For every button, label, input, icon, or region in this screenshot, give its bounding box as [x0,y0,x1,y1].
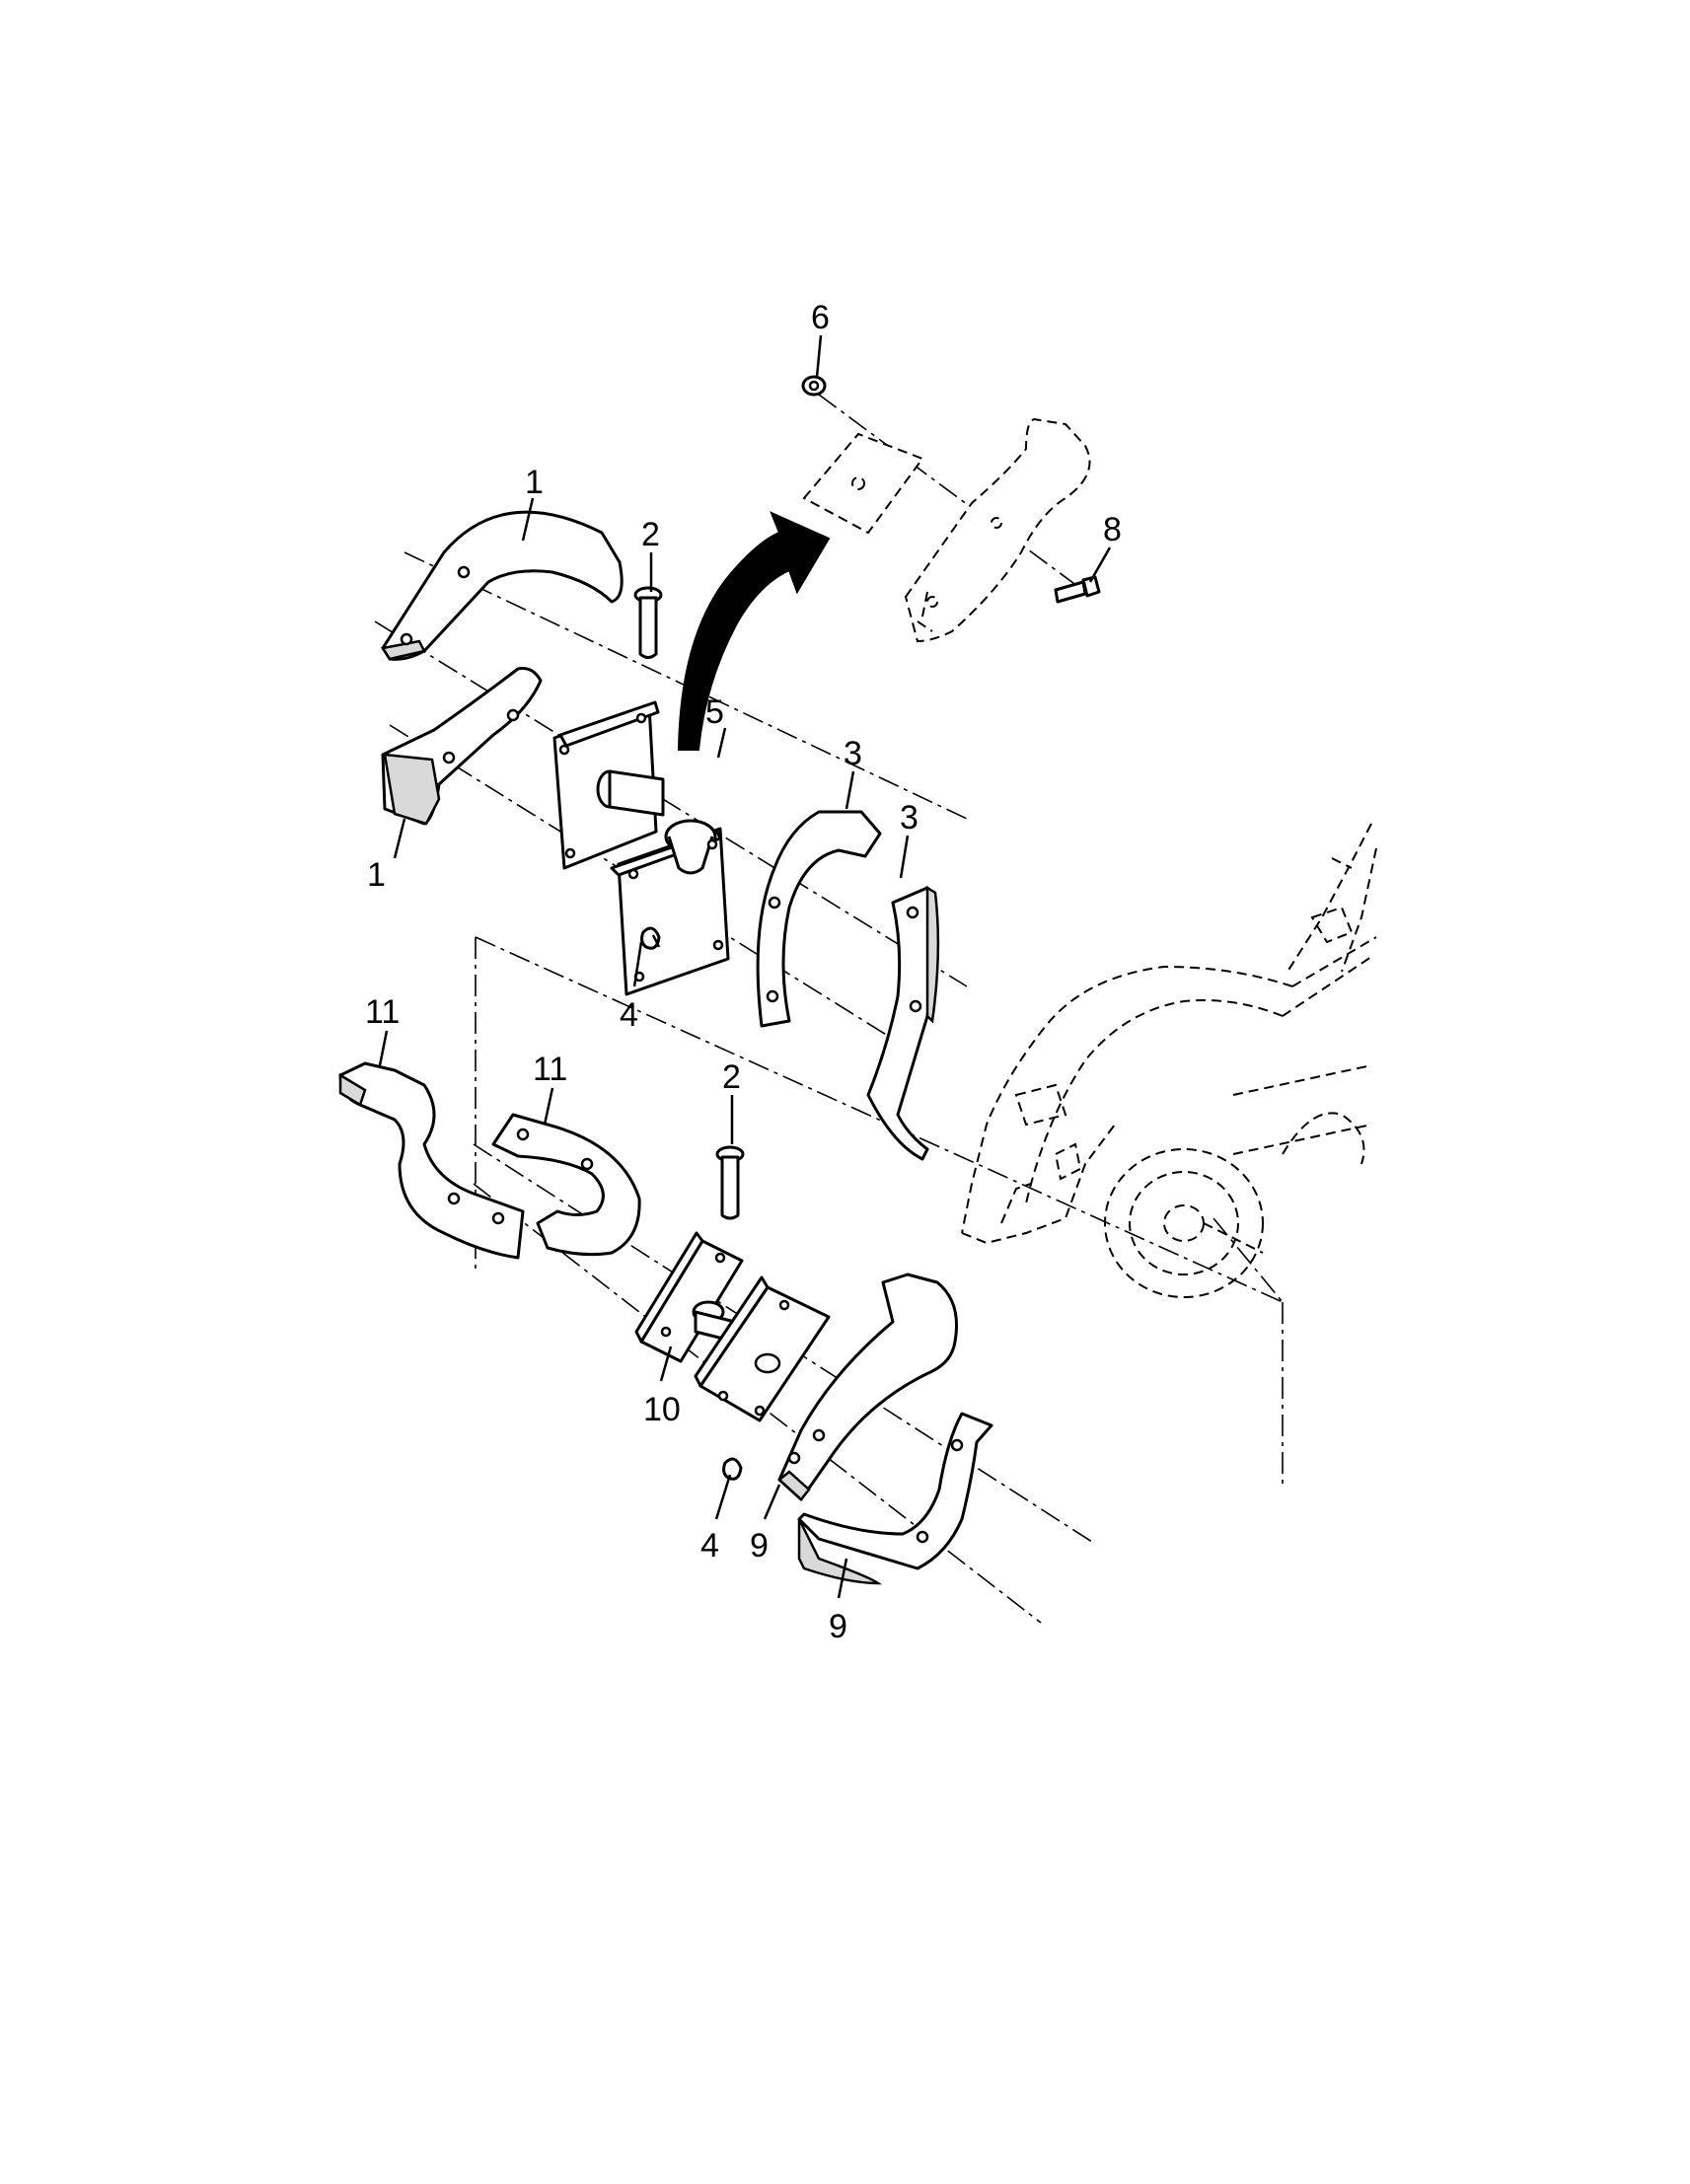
callout-2-lower: 2 [722,1058,741,1096]
callout-1-upper: 1 [525,464,544,501]
upper-tine-hub [552,700,730,996]
lower-inner-tine-lower [797,1412,993,1585]
lower-outer-tine-left [338,1061,525,1260]
leader-lines [378,334,1112,1599]
lower-tine-hub [634,1231,831,1422]
callout-6: 6 [811,299,830,336]
callout-4-upper: 4 [620,996,638,1034]
upper-inner-tine-left [756,810,882,1028]
upper-clevis-pin [633,586,663,659]
upper-outer-tine-bottom [381,667,543,826]
callout-9-left: 9 [750,1527,769,1565]
callout-10: 10 [643,1391,681,1428]
lower-hairpin-clip [722,1457,743,1481]
callout-11-left: 11 [365,993,400,1031]
detail-arrow [677,511,831,751]
callout-4-lower: 4 [700,1527,719,1565]
callout-8: 8 [1103,511,1122,548]
callout-labels: 1 1 2 5 6 8 3 3 4 11 11 2 10 4 9 9 [365,299,1122,1645]
hex-bolt [1054,575,1101,604]
callout-2-upper: 2 [641,516,660,553]
lower-outer-tine-right [491,1113,641,1257]
callout-5: 5 [705,693,724,731]
callout-1-lower: 1 [367,856,386,894]
upper-inner-tine-right [866,885,940,1161]
upper-outer-tine-top [380,510,624,661]
tiller-body-phantom [961,823,1377,1298]
detail-phantom-parts [802,417,1091,643]
lower-clevis-pin [715,1145,745,1220]
callout-3-left: 3 [844,735,862,772]
lock-nut [801,375,827,397]
upper-hairpin-clip [640,926,661,950]
callout-11-right: 11 [533,1051,567,1088]
callout-9-lower: 9 [829,1608,847,1645]
callout-3-right: 3 [900,799,918,837]
lower-inner-tine-upper [777,1273,959,1501]
